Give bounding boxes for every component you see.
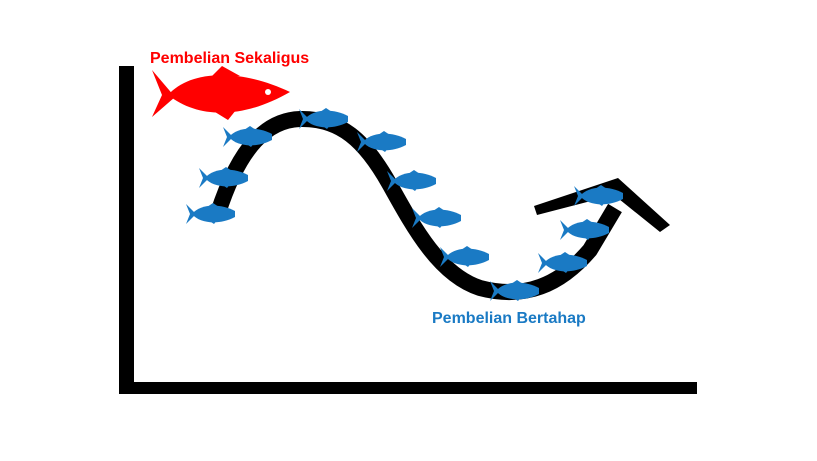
fish-icon	[152, 66, 290, 120]
gradual-purchase-label: Pembelian Bertahap	[432, 310, 586, 327]
lump-sum-label: Pembelian Sekaligus	[150, 50, 310, 67]
x-axis	[119, 382, 697, 394]
y-axis	[119, 66, 134, 394]
